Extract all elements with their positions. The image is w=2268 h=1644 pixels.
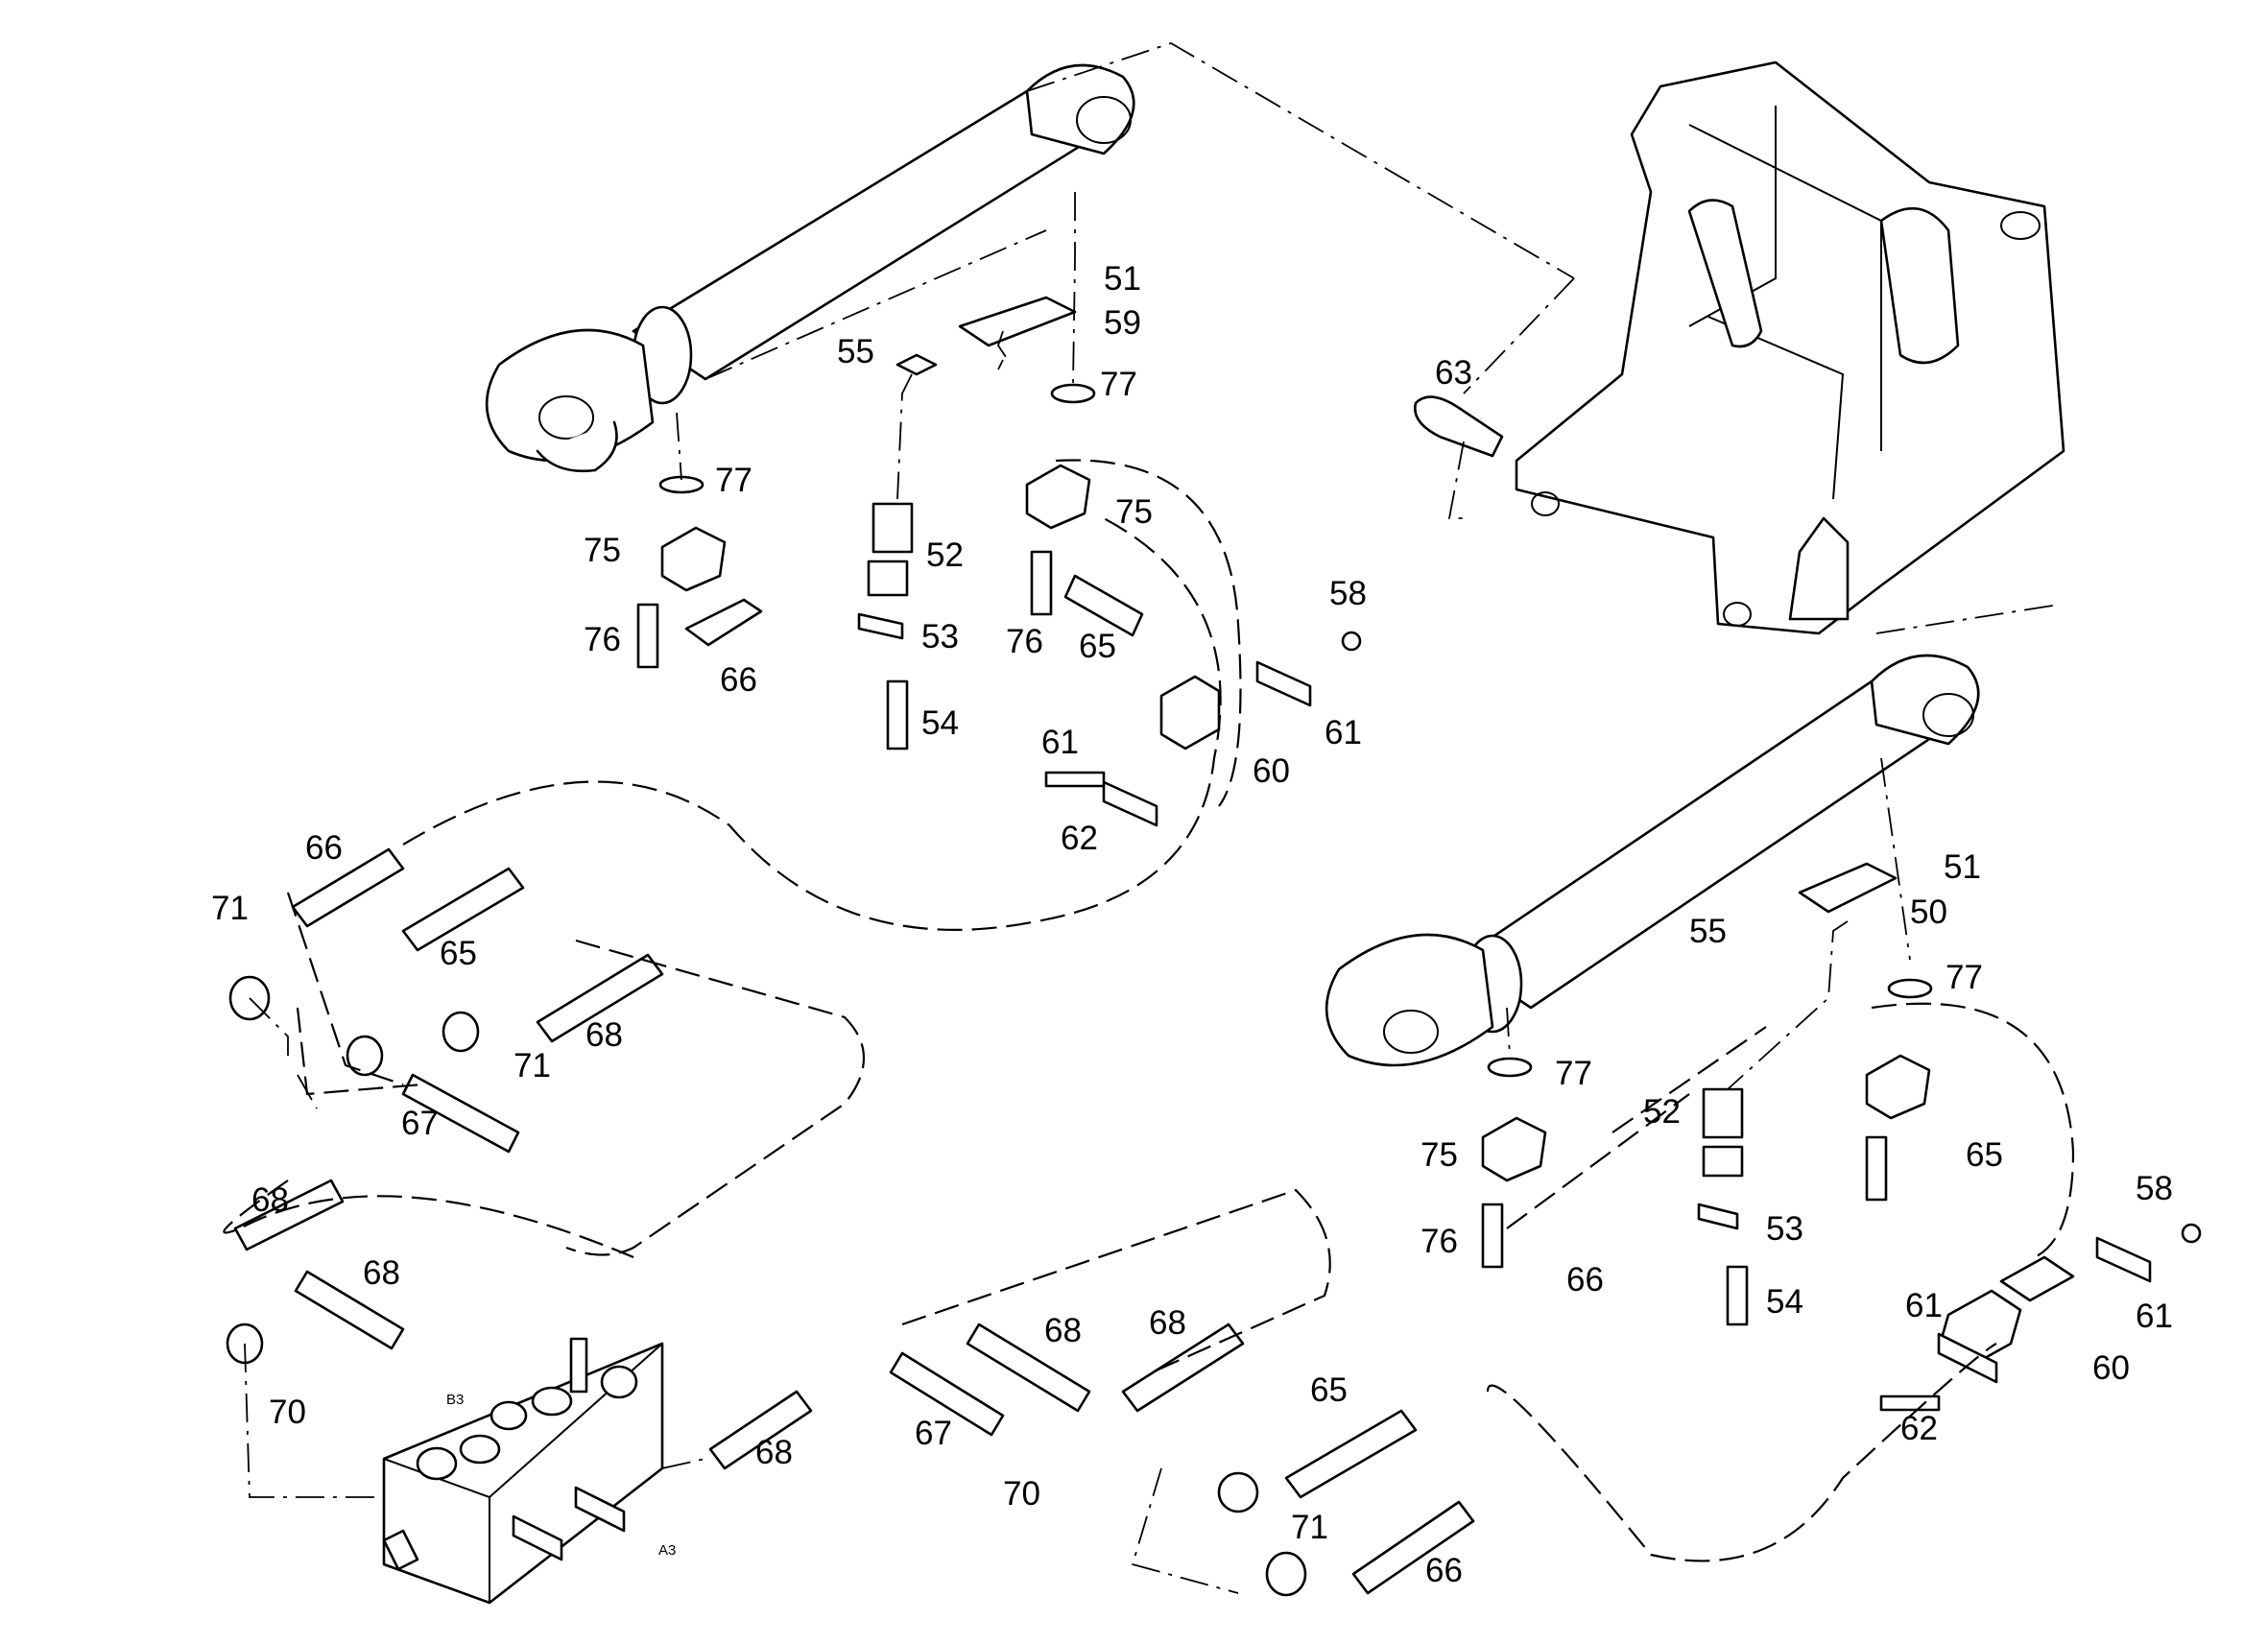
callout-62: 62 — [1061, 820, 1098, 857]
clamp-group-upper-center — [857, 296, 1077, 751]
callout-51: 51 — [1944, 848, 1981, 886]
callout-71: 71 — [513, 1047, 551, 1084]
callout-68: 68 — [585, 1016, 623, 1054]
callout-66: 66 — [305, 829, 343, 867]
callout-68: 68 — [1149, 1304, 1186, 1342]
callout-70: 70 — [269, 1394, 306, 1431]
callout-62: 62 — [1900, 1410, 1938, 1447]
callout-66: 66 — [1425, 1552, 1463, 1589]
callout-55: 55 — [837, 333, 874, 370]
callout-77: 77 — [1555, 1055, 1592, 1092]
callout-75: 75 — [1115, 493, 1153, 531]
callout-71: 71 — [211, 890, 249, 927]
callout-67: 67 — [915, 1415, 952, 1452]
callout-54: 54 — [1766, 1283, 1803, 1321]
callout-54: 54 — [921, 704, 959, 742]
control-valve-block — [382, 1337, 664, 1605]
loader-frame — [1515, 60, 2065, 635]
fitting-group-upper-right — [1025, 383, 1362, 827]
callout-65: 65 — [440, 935, 477, 972]
callout-63: 63 — [1435, 354, 1472, 392]
hose-set-center — [889, 1322, 1475, 1597]
callout-61: 61 — [1325, 714, 1362, 751]
callout-65: 65 — [1079, 628, 1116, 665]
valve-port-b3: B3 — [446, 1392, 464, 1408]
callout-75: 75 — [1420, 1136, 1458, 1174]
callout-60: 60 — [1253, 752, 1290, 790]
callout-77: 77 — [715, 462, 752, 499]
callout-68: 68 — [363, 1254, 400, 1292]
callout-66: 66 — [1566, 1261, 1604, 1299]
clamp-group-upper-left — [636, 475, 763, 669]
callout-65: 65 — [1966, 1136, 2003, 1174]
callout-77: 77 — [1100, 366, 1137, 403]
callout-71: 71 — [1291, 1509, 1328, 1546]
callout-55: 55 — [1689, 913, 1727, 950]
callout-52: 52 — [1643, 1093, 1681, 1131]
callout-75: 75 — [584, 532, 621, 569]
callout-53: 53 — [1766, 1210, 1803, 1248]
clamp-group-lower-right — [1481, 862, 2202, 1412]
leader-lines — [244, 42, 2060, 1594]
callout-53: 53 — [921, 618, 959, 655]
hose-set-left — [226, 847, 813, 1470]
callout-58: 58 — [1329, 575, 1367, 612]
callout-58: 58 — [2136, 1170, 2173, 1207]
callout-51: 51 — [1104, 260, 1141, 298]
callout-52: 52 — [926, 536, 964, 574]
callout-68: 68 — [251, 1181, 289, 1219]
valve-port-a3: A3 — [658, 1542, 676, 1559]
callout-77: 77 — [1946, 959, 1983, 996]
callout-68: 68 — [755, 1434, 793, 1471]
lift-cylinder-upper — [485, 63, 1135, 473]
callout-61: 61 — [1041, 724, 1079, 761]
callout-66: 66 — [720, 661, 757, 699]
callout-70: 70 — [1003, 1475, 1040, 1513]
callout-60: 60 — [2092, 1349, 2130, 1387]
callout-61: 61 — [2136, 1298, 2173, 1335]
lift-cylinder-lower — [1325, 654, 1980, 1067]
callout-76: 76 — [1006, 623, 1043, 660]
callout-50: 50 — [1910, 893, 1947, 931]
callout-76: 76 — [1420, 1223, 1458, 1260]
callout-65: 65 — [1310, 1371, 1348, 1409]
callout-67: 67 — [401, 1105, 439, 1142]
callouts: 51 59 55 77 77 75 75 52 53 54 76 76 66 6… — [211, 260, 2173, 1589]
callout-68: 68 — [1044, 1312, 1082, 1349]
callout-61: 61 — [1905, 1287, 1943, 1324]
callout-76: 76 — [584, 621, 621, 658]
hose-routes — [223, 459, 2075, 1562]
hose-clip-63 — [1414, 395, 1504, 458]
callout-59: 59 — [1104, 304, 1141, 342]
